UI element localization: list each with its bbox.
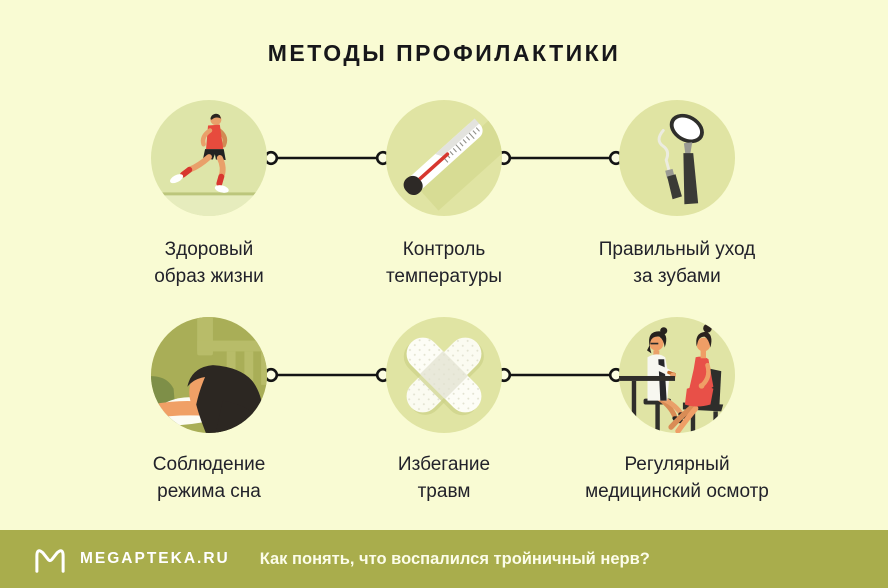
label-line: травм	[417, 481, 471, 502]
connector-line	[264, 367, 390, 383]
label-line: Контроль	[402, 239, 486, 260]
method-label-regular-checkup: Регулярный медицинский осмотр	[557, 451, 797, 505]
label-line: Правильный уход	[598, 239, 756, 260]
doctor-patient-icon	[618, 316, 736, 434]
label-line: Регулярный	[624, 454, 730, 475]
brand-name: MEGAPTEKA.RU	[80, 550, 230, 567]
label-line: Соблюдение	[152, 454, 266, 475]
label-line: образ жизни	[154, 266, 264, 287]
crossed-bandages-icon	[385, 316, 503, 434]
method-label-dental-care: Правильный уход за зубами	[557, 236, 797, 290]
connector-line	[497, 150, 623, 166]
label-line: Здоровый	[164, 239, 254, 260]
connector-line	[497, 367, 623, 383]
thermometer-icon	[385, 99, 503, 217]
megapteka-logo-icon	[35, 549, 65, 573]
method-label-avoid-injuries: Избегание травм	[324, 451, 564, 505]
footer-bar: MEGAPTEKA.RU Как понять, что воспалился …	[0, 530, 888, 588]
runner-icon	[150, 99, 268, 217]
label-line: за зубами	[633, 266, 721, 287]
label-line: медицинский осмотр	[585, 481, 769, 502]
label-line: температуры	[385, 266, 503, 287]
footer-question: Как понять, что воспалился тройничный не…	[259, 549, 650, 568]
label-line: Избегание	[397, 454, 491, 475]
method-label-temperature-control: Контроль температуры	[324, 236, 564, 290]
page-title: МЕТОДЫ ПРОФИЛАКТИКИ	[267, 40, 621, 66]
connector-line	[264, 150, 390, 166]
label-line: режима сна	[157, 481, 261, 502]
dental-tools-icon	[618, 99, 736, 217]
sleeping-person-icon	[150, 316, 268, 434]
method-label-healthy-lifestyle: Здоровый образ жизни	[89, 236, 329, 290]
method-label-sleep-schedule: Соблюдение режима сна	[89, 451, 329, 505]
